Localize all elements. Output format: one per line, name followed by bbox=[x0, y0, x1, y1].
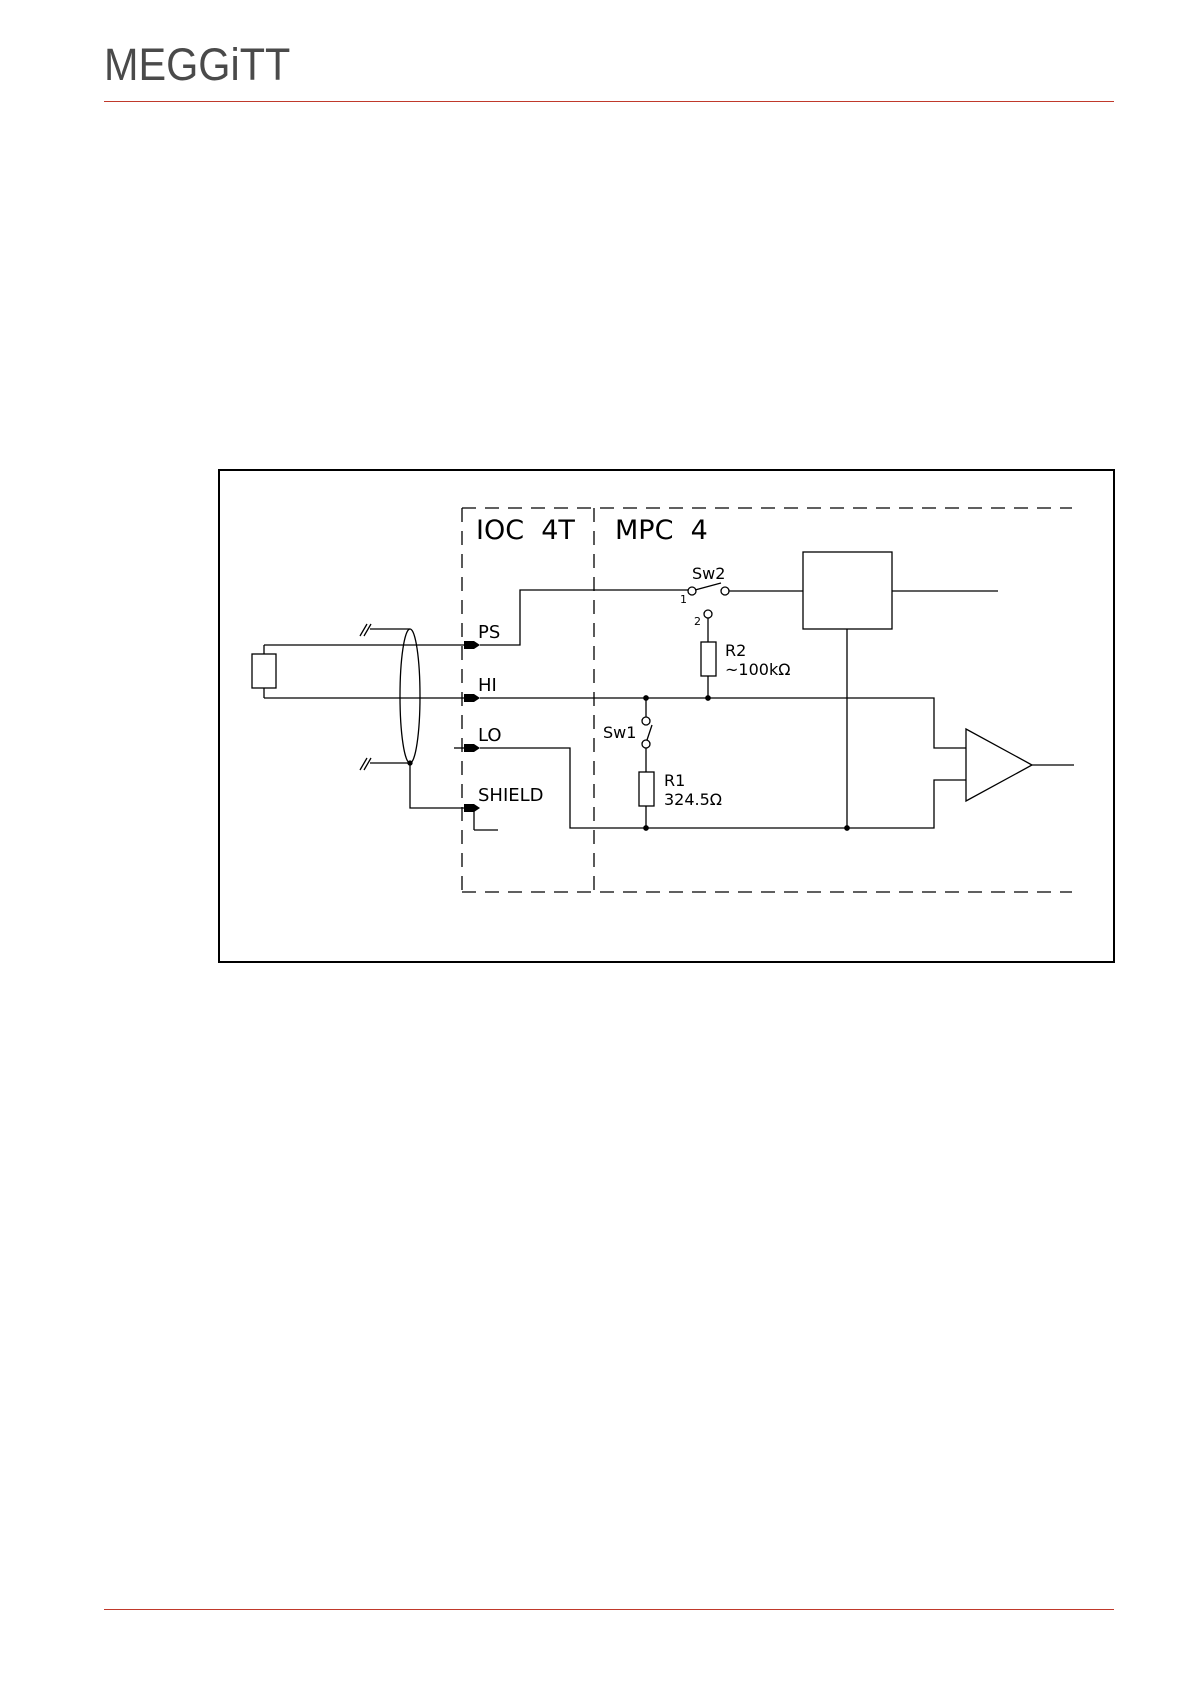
sw2-position-2: 2 bbox=[694, 615, 701, 628]
power-supply-block bbox=[803, 552, 892, 629]
sw2-contact-2 bbox=[704, 610, 712, 618]
pin-label-shield: SHIELD bbox=[478, 785, 544, 806]
r2-label: R2 bbox=[725, 641, 746, 660]
ground-symbol bbox=[474, 808, 498, 830]
amplifier bbox=[966, 729, 1032, 801]
wire-hi-internal bbox=[480, 698, 966, 748]
junction-hi-r2 bbox=[706, 696, 710, 700]
pin-label-lo: LO bbox=[478, 725, 502, 746]
r1-label: R1 bbox=[664, 771, 685, 790]
sw2-position-1: 1 bbox=[680, 593, 687, 606]
wire-ps-internal bbox=[480, 590, 688, 645]
cable-break-mark-top bbox=[360, 624, 371, 636]
pin-label-ps: PS bbox=[478, 622, 500, 643]
circuit-schematic: IOC 4T MPC 4 PS HI LO SHIELD bbox=[220, 471, 1117, 965]
section-label-mpc4: MPC 4 bbox=[615, 515, 708, 546]
meggitt-logo: MEGGiTT bbox=[104, 42, 290, 87]
sw2-common bbox=[721, 587, 729, 595]
header-rule bbox=[104, 101, 1114, 102]
pin-label-hi: HI bbox=[478, 675, 497, 696]
wire-lo-common bbox=[480, 748, 966, 828]
footer-rule bbox=[104, 1609, 1114, 1610]
wire-shield-drain bbox=[410, 763, 464, 808]
r2-value: ~100kΩ bbox=[725, 660, 790, 679]
sw1-blade bbox=[647, 725, 652, 740]
module-boundary bbox=[462, 508, 1072, 892]
resistor-r1 bbox=[639, 772, 654, 806]
resistor-r2 bbox=[701, 642, 716, 676]
sensor-element bbox=[252, 654, 276, 688]
junction-lo-block bbox=[845, 826, 849, 830]
sw2-label: Sw2 bbox=[692, 564, 725, 583]
sw2-blade bbox=[695, 583, 721, 590]
section-label-ioc4t: IOC 4T bbox=[476, 515, 575, 546]
junction-lo-r1 bbox=[644, 826, 648, 830]
r1-value: 324.5Ω bbox=[664, 790, 722, 809]
sw1-contact-top bbox=[642, 717, 650, 725]
sw1-contact-bottom bbox=[642, 740, 650, 748]
cable-shield bbox=[400, 629, 420, 763]
cable-break-mark-bottom bbox=[360, 758, 371, 770]
sw1-label: Sw1 bbox=[603, 723, 636, 742]
sw2-contact-1 bbox=[688, 587, 696, 595]
schematic-figure: IOC 4T MPC 4 PS HI LO SHIELD bbox=[218, 469, 1115, 963]
